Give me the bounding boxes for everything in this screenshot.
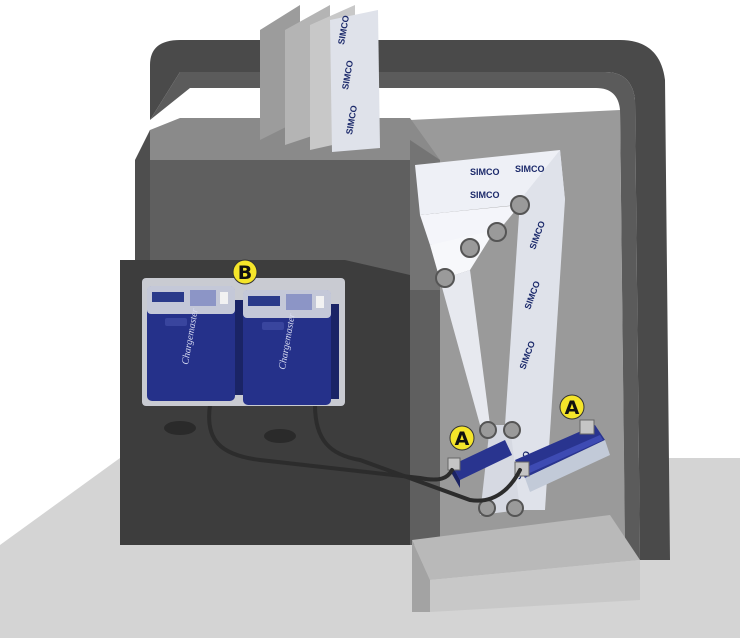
ionizing-bar-left	[447, 440, 512, 488]
web-brand-1: SIMCO	[470, 167, 500, 177]
callout-b-label: B	[238, 262, 252, 284]
callout-a-right: A	[559, 394, 585, 420]
cable-glands	[164, 421, 296, 443]
chargemaster-unit-right: Chargemaster	[243, 290, 339, 405]
web-brand-2: SIMCO	[515, 164, 545, 174]
web-brand-3: SIMCO	[470, 190, 500, 200]
sheet-stack: SIMCO SIMCO SIMCO	[260, 5, 380, 152]
rollers	[435, 195, 530, 517]
callout-a-right-label: A	[565, 397, 580, 419]
callout-b: B	[232, 259, 258, 285]
ionizing-bar-right	[514, 419, 610, 492]
callout-a-left-label: A	[455, 428, 470, 450]
housing-bevel	[135, 130, 150, 270]
cables	[207, 403, 522, 503]
callout-a-left: A	[449, 425, 475, 451]
front-pedestal	[412, 515, 640, 612]
chargemaster-unit-left: Chargemaster	[147, 286, 243, 401]
